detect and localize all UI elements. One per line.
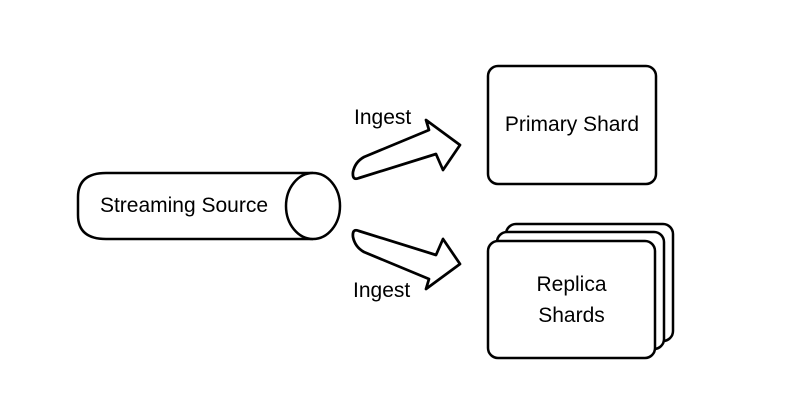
primary-shard-label: Primary Shard <box>504 113 640 136</box>
cylinder-end-cap <box>284 171 342 241</box>
replica-shards-stack <box>486 222 675 360</box>
ingest-arrow-top <box>351 118 462 181</box>
streaming-source-label: Streaming Source <box>99 194 269 217</box>
replica-shards-label: Replica Shards <box>488 241 655 358</box>
ingest-label-bottom: Ingest <box>353 279 411 302</box>
replica-card-front <box>486 239 657 360</box>
ingest-arrow-bottom <box>351 228 462 291</box>
streaming-source-cylinder <box>76 171 342 241</box>
ingest-label-top: Ingest <box>354 106 412 129</box>
cylinder-body <box>76 171 313 241</box>
primary-shard-box <box>486 64 658 186</box>
replica-shards-label-text: Replica Shards <box>536 272 607 327</box>
